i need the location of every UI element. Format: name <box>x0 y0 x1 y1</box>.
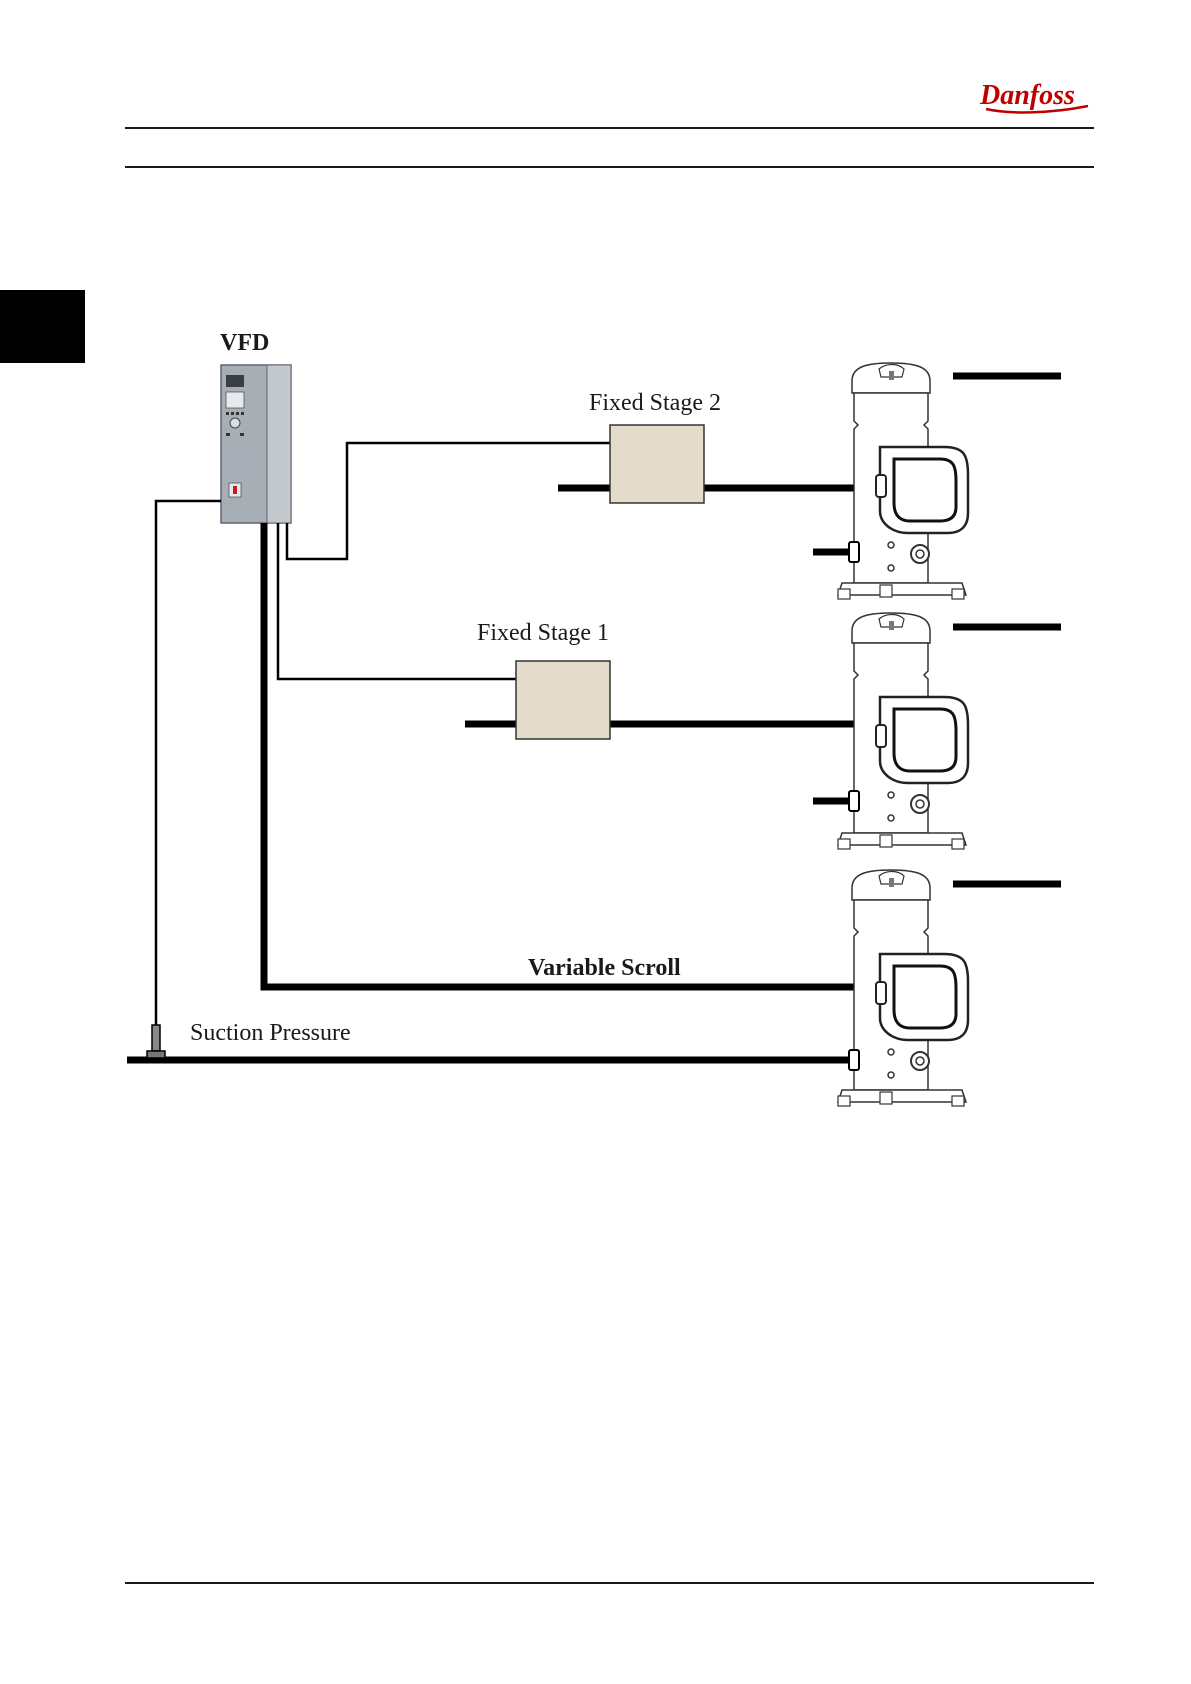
vfd-unit <box>221 365 291 523</box>
variable-scroll-line <box>264 523 888 987</box>
stage-1-control-wire <box>278 523 516 679</box>
sensor-wire <box>156 501 221 1025</box>
fixed-stage-2-contactor <box>610 425 704 503</box>
compressor-fixed-stage-2 <box>838 363 968 599</box>
variable-scroll-label: Variable Scroll <box>528 955 681 981</box>
suction-pressure-label: Suction Pressure <box>190 1020 351 1046</box>
fixed-stage-1-label: Fixed Stage 1 <box>477 620 609 646</box>
footer-rule <box>125 1582 1094 1584</box>
fixed-stage-1-contactor <box>516 661 610 739</box>
suction-pressure-sensor <box>147 1025 165 1058</box>
stage-2-control-wire <box>287 443 610 559</box>
compressor-fixed-stage-1 <box>838 613 968 849</box>
fixed-stage-2-label: Fixed Stage 2 <box>589 390 721 416</box>
vfd-label: VFD <box>220 330 269 356</box>
